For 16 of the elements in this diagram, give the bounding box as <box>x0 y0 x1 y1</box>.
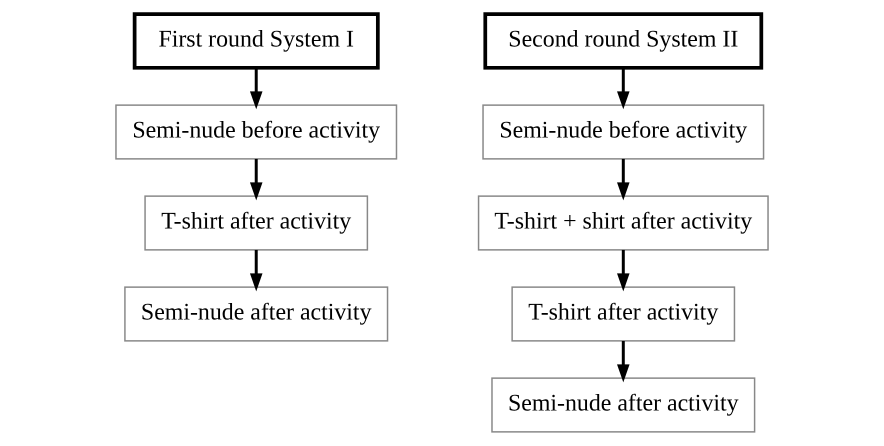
node-box: Semi-nude before activity <box>115 104 398 160</box>
arrow <box>617 158 630 200</box>
arrow <box>250 68 262 110</box>
node-box: T-shirt + shirt after activity <box>478 195 769 251</box>
arrow <box>617 340 630 382</box>
node-box: T-shirt after activity <box>144 195 368 251</box>
arrow <box>250 158 262 200</box>
arrow <box>617 250 630 292</box>
node-box: Second round System II <box>483 12 764 70</box>
arrow <box>617 68 630 110</box>
node-box: First round System I <box>132 12 380 70</box>
node-box: Semi-nude before activity <box>482 104 764 160</box>
node-box: Semi-nude after activity <box>491 377 756 433</box>
arrow <box>250 250 262 292</box>
node-box: Semi-nude after activity <box>124 286 388 342</box>
node-box: T-shirt after activity <box>511 286 736 342</box>
